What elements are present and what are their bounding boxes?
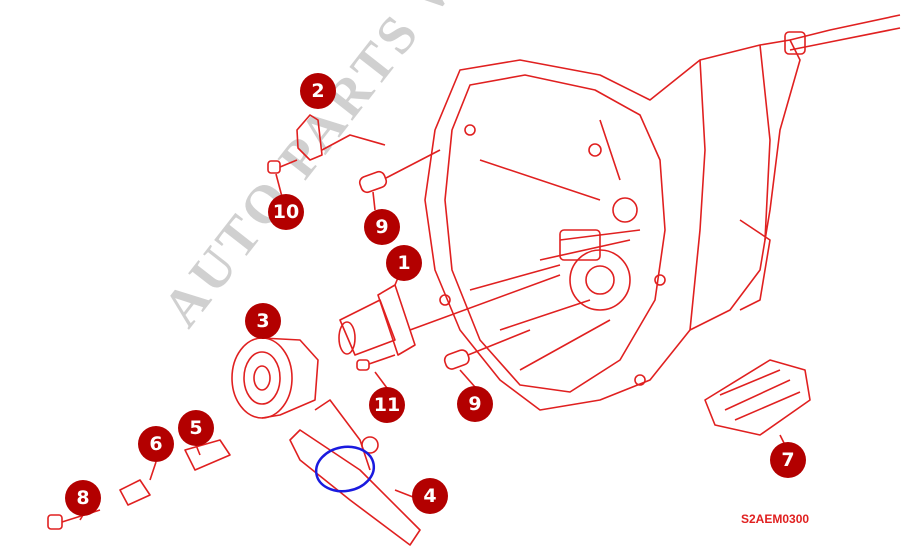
callout-3[interactable]: 3 — [245, 303, 281, 339]
callout-8[interactable]: 8 — [65, 480, 101, 516]
diagram-code: S2AEM0300 — [741, 512, 810, 526]
callout-5[interactable]: 5 — [178, 410, 214, 446]
callout-9-upper[interactable]: 9 — [364, 209, 400, 245]
transmission-case — [424, 14, 901, 411]
callout-1[interactable]: 1 — [386, 245, 422, 281]
callout-10[interactable]: 10 — [268, 194, 304, 230]
callout-7[interactable]: 7 — [770, 442, 806, 478]
callout-6[interactable]: 6 — [138, 426, 174, 462]
callout-11[interactable]: 11 — [369, 387, 405, 423]
callout-9-lower[interactable]: 9 — [457, 386, 493, 422]
callout-2[interactable]: 2 — [300, 73, 336, 109]
highlight-circle — [314, 445, 376, 493]
callout-4[interactable]: 4 — [412, 478, 448, 514]
